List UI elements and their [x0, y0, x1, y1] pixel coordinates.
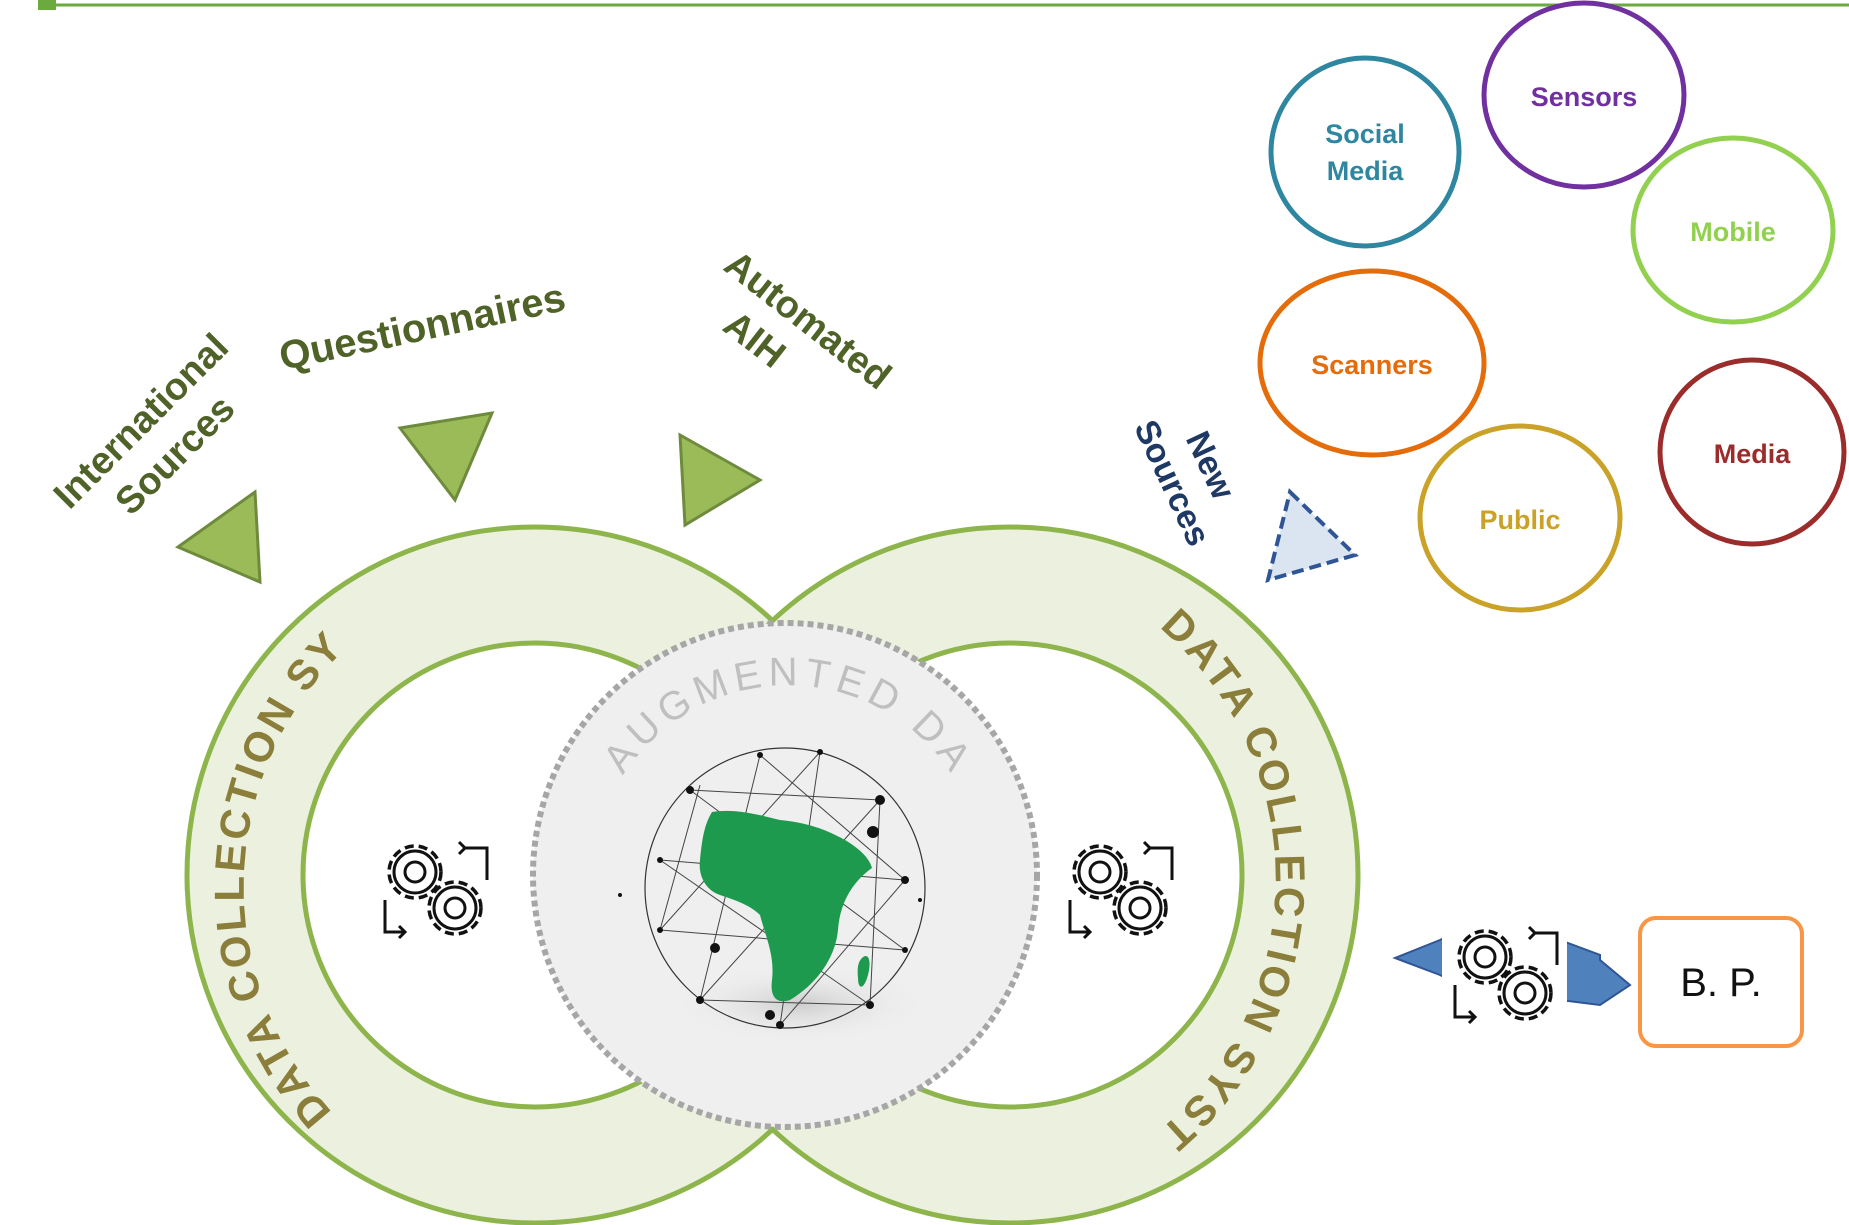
questionnaires-triangle — [397, 411, 495, 503]
new-sources-triangle — [1265, 488, 1359, 583]
questionnaires-label: Questionnaires — [275, 275, 569, 379]
bp-label: B. P. — [1680, 961, 1762, 1005]
svg-text:Media: Media — [1327, 156, 1405, 186]
globe-icon — [618, 747, 930, 1040]
svg-text:Social: Social — [1325, 119, 1405, 149]
africa-shape — [699, 810, 872, 1002]
bubble-social-media: Social Media — [1268, 55, 1462, 249]
new-sources-label: New Sources — [1126, 414, 1242, 552]
bubble-media: Media — [1657, 357, 1847, 547]
right-gears-icon — [1070, 842, 1172, 938]
international-triangle — [174, 489, 262, 585]
bp-box — [1638, 916, 1804, 1048]
automated-aih-label: Automated AIH — [715, 243, 898, 398]
bubble-public: Public — [1417, 423, 1623, 613]
svg-text:Mobile: Mobile — [1690, 217, 1776, 247]
svg-text:Media: Media — [1714, 439, 1792, 469]
right-blue-arrow — [1559, 938, 1632, 1007]
left-gears-icon — [385, 842, 487, 938]
automated-triangle — [678, 432, 763, 528]
header-marker — [38, 0, 56, 10]
madagascar-shape — [857, 955, 870, 987]
bubble-scanners: Scanners — [1257, 268, 1487, 458]
svg-text:Public: Public — [1479, 505, 1560, 535]
bubble-sensors: Sensors — [1481, 0, 1687, 190]
bubble-mobile: Mobile — [1630, 135, 1836, 325]
svg-text:Sensors: Sensors — [1531, 82, 1638, 112]
svg-text:Scanners: Scanners — [1311, 350, 1433, 380]
